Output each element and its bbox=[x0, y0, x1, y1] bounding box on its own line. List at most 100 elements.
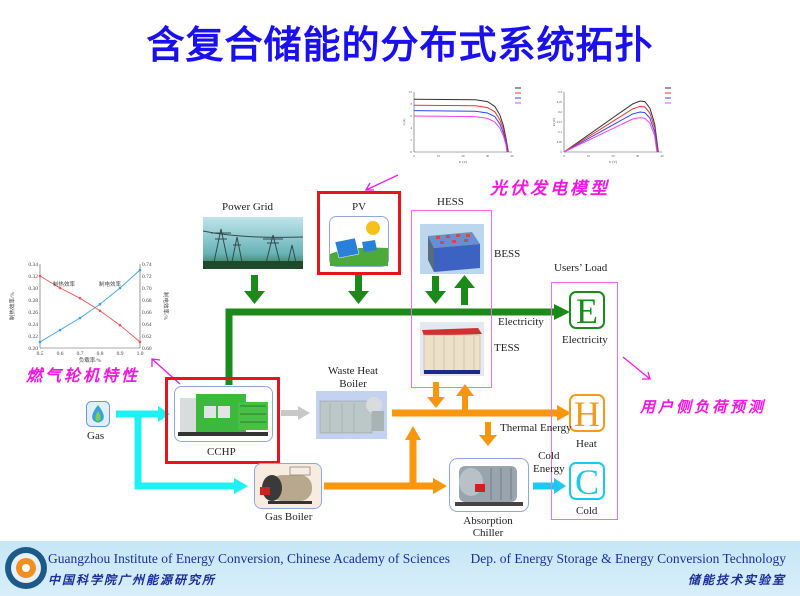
gas-flame-icon bbox=[86, 401, 110, 427]
series-line bbox=[563, 100, 659, 153]
users-load-label: Users’ Load bbox=[554, 262, 608, 274]
cchp-label: CCHP bbox=[207, 446, 236, 458]
left-y-tick-label: 0.24 bbox=[28, 322, 38, 328]
data-point bbox=[138, 268, 142, 272]
series-line bbox=[413, 104, 509, 153]
x-tick-label: 20 bbox=[462, 154, 466, 158]
series-line bbox=[39, 269, 141, 343]
pv-image bbox=[329, 216, 389, 267]
y-tick-label: 0.15 bbox=[557, 120, 563, 124]
gas-turbine-annotation: 燃气轮机特性 bbox=[26, 366, 141, 385]
left-y-tick-label: 0.30 bbox=[28, 286, 38, 292]
power-grid-arrowhead bbox=[244, 291, 265, 304]
left-y-tick-label: 0.34 bbox=[28, 262, 38, 268]
heat-load-label: Heat bbox=[576, 438, 597, 450]
institute-logo bbox=[5, 547, 47, 589]
gas-to-boiler-line bbox=[134, 414, 236, 490]
electricity-load-icon: E bbox=[569, 291, 605, 329]
waste-heat-boiler-image bbox=[316, 391, 387, 439]
cchp-image bbox=[174, 386, 273, 442]
right-y-tick-label: 0.66 bbox=[142, 310, 152, 316]
electricity-bus-arrowhead bbox=[554, 304, 570, 320]
absorption-chiller-image bbox=[449, 458, 529, 512]
department-name-en: Dep. of Energy Storage & Energy Conversi… bbox=[470, 551, 787, 566]
tess-discharge-arrowhead bbox=[456, 384, 474, 396]
bess-image bbox=[420, 224, 484, 274]
right-y-tick-label: 0.74 bbox=[142, 262, 152, 268]
waste-heat-boiler-label-line2: Boiler bbox=[339, 378, 367, 390]
y-tick-label: 0 bbox=[561, 150, 563, 154]
x-tick-label: 0 bbox=[413, 154, 415, 158]
y-tick-label: 0.25 bbox=[557, 100, 563, 104]
data-point bbox=[78, 296, 82, 300]
series-label: 制电效率 bbox=[99, 280, 122, 288]
x-tick-label: 1.0 bbox=[137, 351, 144, 357]
absorption-chiller-label: Absorption Chiller bbox=[460, 515, 516, 539]
pv-annotation-arrow bbox=[364, 174, 399, 191]
electricity-flow-label: Electricity bbox=[498, 316, 544, 328]
bess-charge-arrowhead bbox=[425, 291, 446, 304]
x-tick-label: 10 bbox=[587, 154, 591, 158]
series-line bbox=[563, 105, 659, 153]
left-y-tick-label: 0.32 bbox=[28, 274, 38, 280]
series-line bbox=[413, 110, 508, 153]
bess-charge-arrow-shaft bbox=[432, 276, 439, 292]
y-tick-label: 0 bbox=[411, 150, 413, 154]
tess-discharge-arrow-shaft bbox=[462, 395, 468, 410]
series-line bbox=[563, 111, 658, 153]
gas-label: Gas bbox=[87, 430, 105, 442]
page-title: 含复合储能的分布式系统拓扑 bbox=[146, 23, 654, 67]
power-grid-arrow-shaft bbox=[251, 275, 258, 292]
x-axis-label: U (V) bbox=[459, 160, 468, 164]
left-y-tick-label: 0.20 bbox=[28, 346, 38, 352]
right-y-tick-label: 0.72 bbox=[142, 274, 152, 280]
left-y-tick-label: 0.22 bbox=[28, 334, 38, 340]
cchp-highlight-box bbox=[165, 377, 280, 464]
waste-heat-boiler-label-line1: Waste Heat bbox=[327, 365, 379, 377]
cold-load-label: Cold bbox=[576, 505, 598, 517]
chiller-thermal-arrowhead bbox=[479, 435, 497, 446]
series-line bbox=[39, 275, 141, 343]
data-point bbox=[58, 286, 62, 290]
right-y-tick-label: 0.70 bbox=[142, 286, 152, 292]
x-tick-label: 20 bbox=[612, 154, 616, 158]
gas-boiler-label: Gas Boiler bbox=[265, 511, 313, 523]
data-point bbox=[38, 340, 42, 344]
right-y-tick-label: 0.62 bbox=[142, 334, 152, 340]
series-line bbox=[563, 117, 658, 153]
chiller-input-arrowhead bbox=[433, 478, 447, 494]
y-tick-label: 6 bbox=[411, 114, 413, 118]
absorption-chiller-label-line2: Chiller bbox=[472, 527, 504, 539]
pv-arrowhead bbox=[348, 291, 369, 304]
waste-heat-arrowhead bbox=[298, 406, 310, 420]
x-tick-label: 0 bbox=[563, 154, 565, 158]
hess-box bbox=[411, 210, 492, 388]
x-tick-label: 0.9 bbox=[117, 351, 124, 357]
electricity-load-label: Electricity bbox=[562, 334, 608, 346]
left-y-axis-label: 制热效率/% bbox=[8, 292, 16, 321]
x-tick-label: 0.5 bbox=[37, 351, 44, 357]
electricity-flows bbox=[225, 275, 570, 385]
cold-energy-label: Cold Energy bbox=[533, 450, 565, 476]
left-y-tick-label: 0.28 bbox=[28, 298, 38, 304]
y-tick-label: 10 bbox=[409, 90, 413, 94]
y-tick-label: 0.3 bbox=[558, 90, 562, 94]
cold-energy-label-line1: Cold bbox=[538, 450, 560, 462]
data-point bbox=[118, 286, 122, 290]
bess-label: BESS bbox=[494, 248, 521, 260]
right-y-axis-label: 制电效率/% bbox=[162, 292, 170, 321]
bess-discharge-arrow-shaft bbox=[461, 287, 468, 305]
users-load-box bbox=[551, 282, 618, 520]
cold-load-icon: C bbox=[569, 462, 605, 500]
data-point bbox=[38, 274, 42, 278]
series-line bbox=[413, 115, 508, 153]
heat-load-icon: H bbox=[569, 394, 605, 432]
series-line bbox=[413, 98, 509, 153]
x-tick-label: 30 bbox=[636, 154, 640, 158]
gas-turbine-chart-plot: 0.200.220.240.260.280.300.320.340.600.62… bbox=[8, 262, 170, 364]
thermal-energy-label: Thermal Energy bbox=[500, 422, 572, 434]
gas-boiler-up-arrowhead bbox=[405, 426, 421, 440]
gas-to-cchp-arrowhead bbox=[158, 406, 170, 422]
data-point bbox=[78, 316, 82, 320]
